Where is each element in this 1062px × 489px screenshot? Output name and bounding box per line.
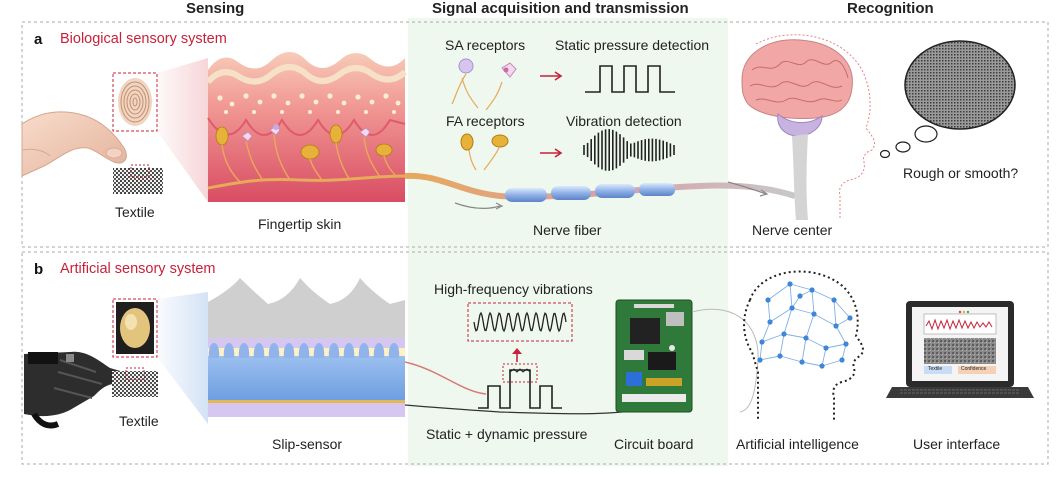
brain-head-illustration <box>741 34 875 220</box>
fa-receptors-label: FA receptors <box>446 113 525 129</box>
header-signal: Signal acquisition and transmission <box>432 0 689 17</box>
circuit-board-label: Circuit board <box>614 436 694 452</box>
vibration-detection-label: Vibration detection <box>566 113 682 129</box>
contact-marker-b <box>125 367 145 381</box>
sensor-photo <box>112 298 158 358</box>
dynamic-ripple <box>509 368 531 373</box>
fingertip-skin-label: Fingertip skin <box>258 216 342 232</box>
hf-vibrations-label: High-frequency vibrations <box>434 281 593 297</box>
static-pressure-waveform <box>585 65 675 93</box>
contact-marker-a <box>130 164 150 178</box>
slip-sensor-label: Slip-sensor <box>272 436 343 452</box>
zoom-beam-a <box>157 58 208 202</box>
panel-a-title: Biological sensory system <box>60 31 227 47</box>
sensor-wire-1 <box>404 361 487 395</box>
panel-b-letter: b <box>34 261 44 278</box>
robot-hand-illustration <box>24 351 149 429</box>
textile-sample-a <box>113 168 163 194</box>
header-sensing: Sensing <box>186 0 245 17</box>
laptop-illustration <box>886 301 1034 398</box>
fingerprint-icon <box>112 72 158 132</box>
red-arrows-a <box>540 71 563 158</box>
user-interface-label: User interface <box>913 436 1001 452</box>
signal-flow-arrowhead-right <box>759 189 769 197</box>
thought-bubble <box>879 40 1016 159</box>
board-cable <box>691 308 759 413</box>
sensor-wire-2 <box>404 404 651 415</box>
signal-flow-arrow-left <box>454 202 501 209</box>
fingertip-skin-illustration <box>205 52 408 202</box>
rough-or-smooth-label: Rough or smooth? <box>903 165 1019 181</box>
panel-a-letter: a <box>34 31 43 48</box>
nerve-fiber-label: Nerve fiber <box>533 222 602 238</box>
myelin-sheaths <box>505 183 675 202</box>
ai-head-illustration <box>743 270 864 420</box>
pressure-waveform <box>478 369 562 409</box>
nerve-center-label: Nerve center <box>752 222 833 238</box>
signal-flow-arrowhead-left <box>495 202 504 210</box>
hf-vibration-waveform <box>473 311 567 333</box>
header-recognition: Recognition <box>847 0 934 17</box>
panel-b-title: Artificial sensory system <box>60 261 216 277</box>
up-arrow-b-head <box>512 348 522 354</box>
textile-label-b: Textile <box>119 413 159 429</box>
fa-receptors-icon <box>460 133 509 171</box>
zoom-beam-b <box>157 292 208 424</box>
signal-flow-arrow-right <box>727 181 767 195</box>
zoom-marker-b <box>502 363 538 383</box>
sa-receptors-icon <box>451 58 517 111</box>
screen-label-confidence: Confidence <box>961 366 987 372</box>
textile-sample-b <box>112 371 158 397</box>
pressure-label: Static + dynamic pressure <box>426 426 588 442</box>
vibration-waveform <box>583 129 675 171</box>
sa-receptors-label: SA receptors <box>445 37 526 53</box>
ai-label: Artificial intelligence <box>736 436 859 452</box>
panel-b-border <box>21 251 1049 465</box>
slip-sensor-illustration <box>208 278 405 417</box>
textile-label-a: Textile <box>115 204 155 220</box>
finger-illustration <box>21 111 127 177</box>
screen-label-textile: Textile <box>928 366 943 372</box>
circuit-board-illustration <box>615 299 693 413</box>
static-detection-label: Static pressure detection <box>555 37 710 53</box>
hf-vibration-box <box>467 302 573 342</box>
